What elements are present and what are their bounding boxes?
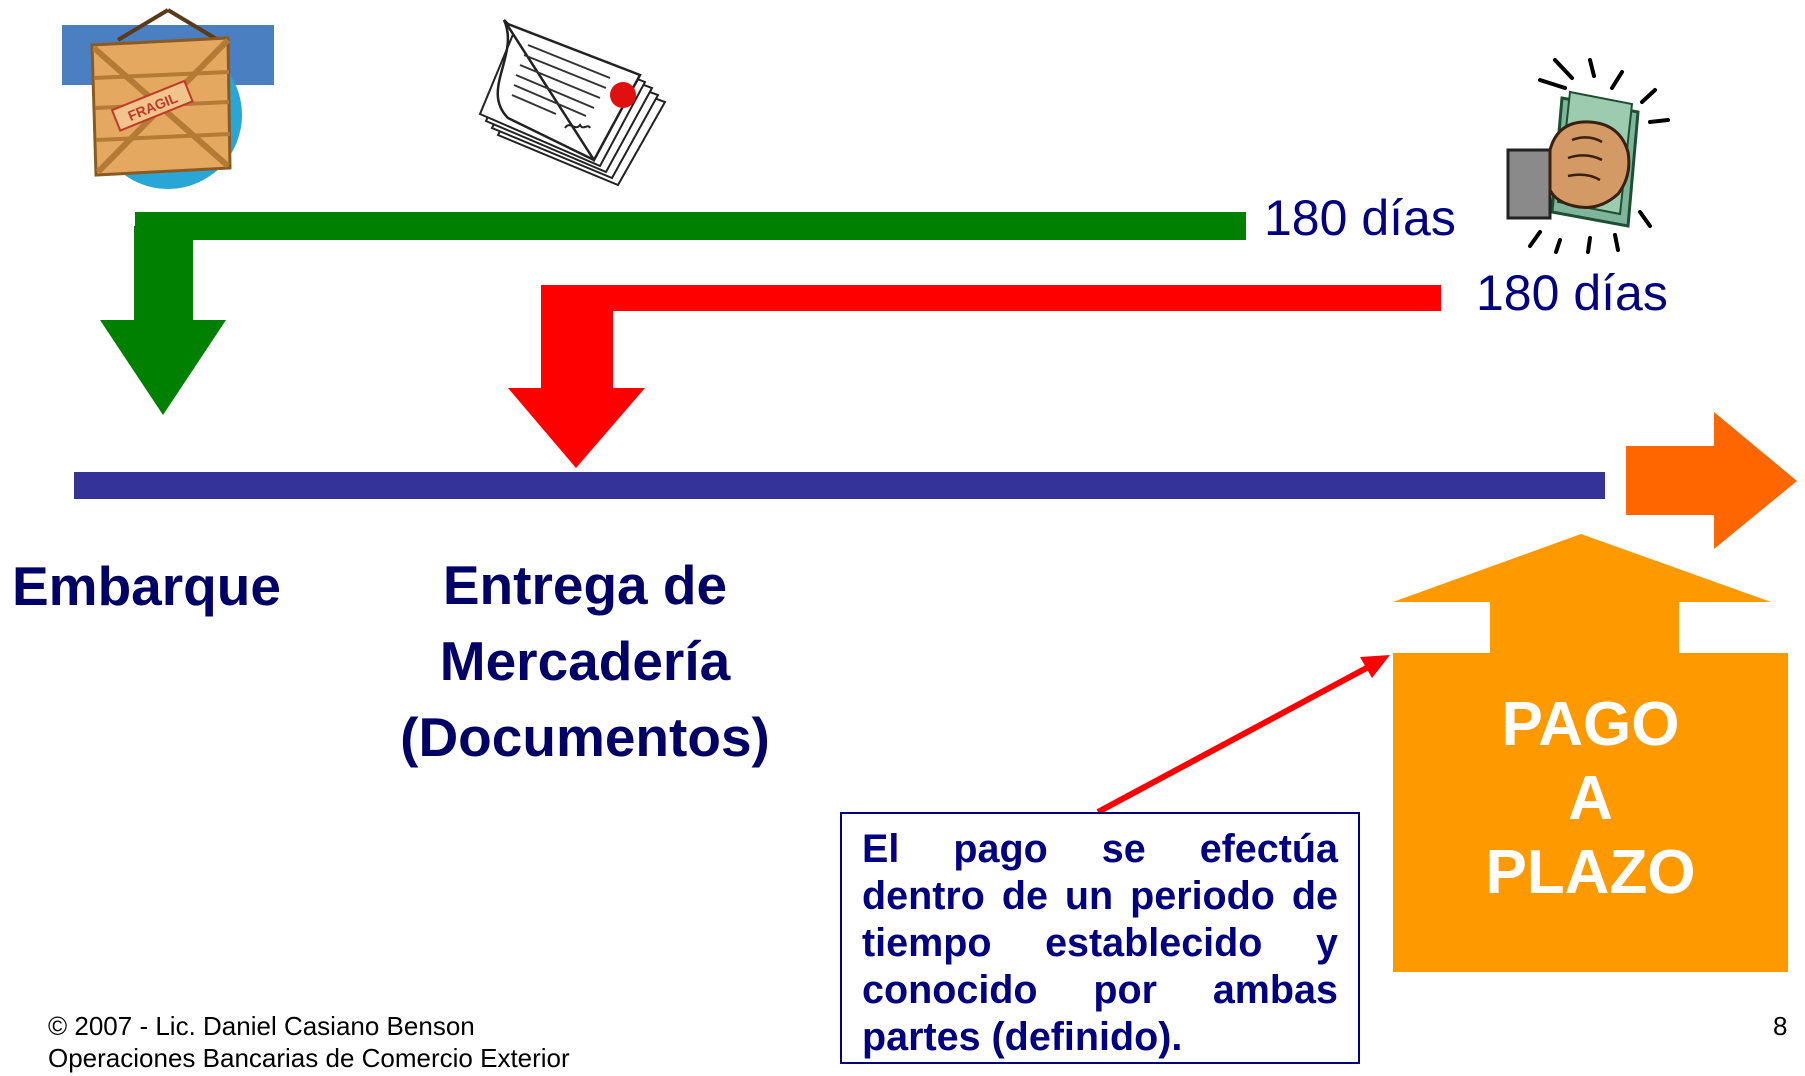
entrega-line-1: Entrega de (442, 554, 728, 616)
green-arrow (100, 212, 1246, 415)
payment-note-box: El pago se efectúa dentro de un periodo … (840, 812, 1360, 1064)
pago-plazo-box (1393, 534, 1788, 972)
red-arrow-days-label: 180 días (1476, 265, 1668, 321)
document-certificate-icon (478, 19, 667, 187)
embarque-label: Embarque (12, 555, 281, 617)
money-fist-icon (1506, 58, 1670, 254)
pago-plazo-label: PAGO A PLAZO (1393, 688, 1788, 909)
entrega-label: Entrega de Mercadería (Documentos) (320, 548, 850, 776)
shipping-crate-icon: FRAGIL (62, 8, 274, 189)
green-arrow-days-label: 180 días (1264, 190, 1456, 246)
page-number: 8 (1773, 1011, 1788, 1041)
timeline-bar (74, 472, 1605, 499)
pago-line-3: PLAZO (1485, 837, 1696, 907)
entrega-line-3: (Documentos) (400, 705, 770, 768)
pago-line-2: A (1568, 763, 1613, 833)
red-arrow (508, 285, 1441, 468)
entrega-line-2: Mercadería (439, 629, 731, 692)
pago-line-1: PAGO (1501, 690, 1680, 759)
timeline-arrowhead (1626, 412, 1797, 549)
footer-copyright: © 2007 - Lic. Daniel Casiano Benson (48, 1011, 475, 1041)
footer-course: Operaciones Bancarias de Comercio Exteri… (48, 1043, 570, 1073)
connector-arrow (1096, 655, 1390, 815)
